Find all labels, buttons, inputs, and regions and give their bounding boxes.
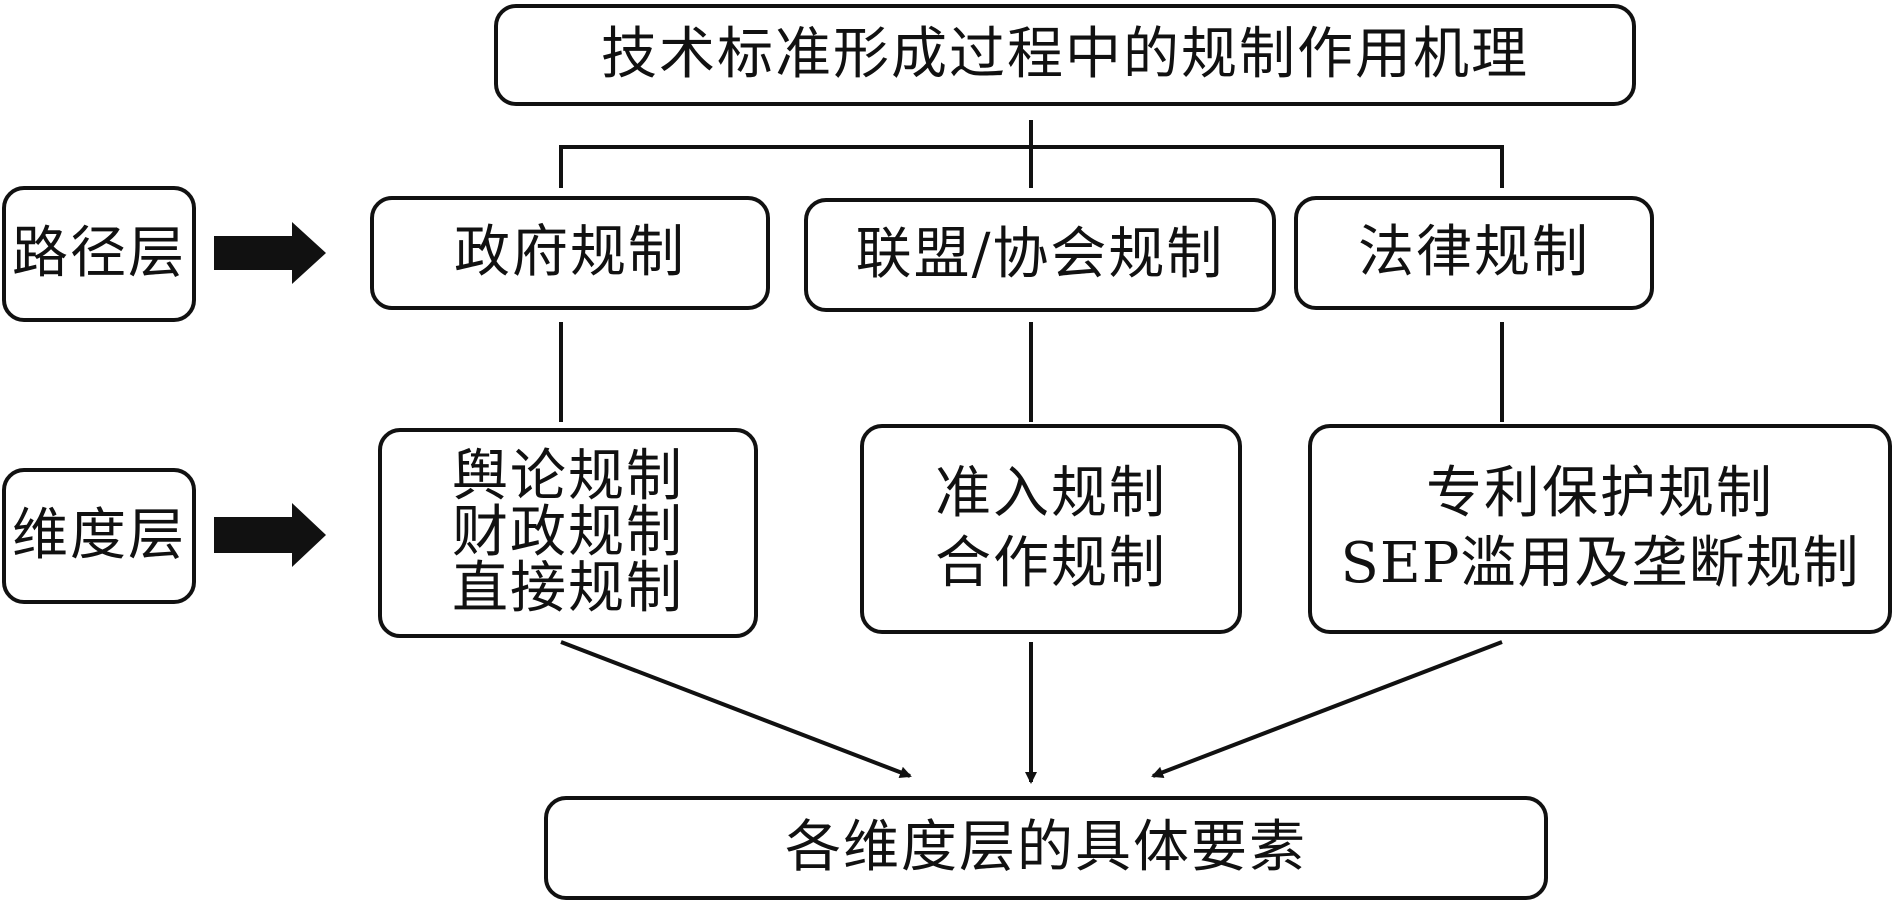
dimension-box-government: 舆论规制 财政规制 直接规制	[378, 428, 758, 638]
arrow-right-to-result	[1151, 640, 1503, 779]
path-layer-arrow	[214, 222, 326, 284]
path-label-government: 政府规制	[454, 220, 686, 285]
path-box-alliance: 联盟/协会规制	[804, 198, 1276, 312]
title-text: 技术标准形成过程中的规制作用机理	[601, 22, 1529, 87]
dimension-item: 舆论规制	[452, 444, 684, 509]
path-layer-label: 路径层	[12, 221, 186, 286]
dimension-box-alliance: 准入规制 合作规制	[860, 424, 1242, 634]
title-box: 技术标准形成过程中的规制作用机理	[494, 4, 1636, 106]
dimension-item: 合作规制	[935, 531, 1167, 596]
title-bracket	[559, 145, 1504, 188]
result-box: 各维度层的具体要素	[544, 796, 1548, 900]
dimension-layer-label: 维度层	[12, 503, 186, 568]
path-layer-box: 路径层	[2, 186, 196, 322]
path-label-law: 法律规制	[1358, 220, 1590, 285]
dimension-item: SEP滥用及垄断规制	[1340, 531, 1860, 596]
dimension-layer-arrow	[214, 503, 326, 567]
dimension-item: 专利保护规制	[1426, 461, 1774, 526]
dimension-item: 财政规制	[452, 500, 684, 565]
path-box-government: 政府规制	[370, 196, 770, 310]
dimension-item: 直接规制	[452, 556, 684, 621]
path-box-law: 法律规制	[1294, 196, 1654, 310]
dimension-item: 准入规制	[935, 461, 1167, 526]
arrow-left-to-result	[560, 640, 912, 779]
result-text: 各维度层的具体要素	[785, 815, 1307, 880]
dimension-layer-box: 维度层	[2, 468, 196, 604]
dimension-box-law: 专利保护规制 SEP滥用及垄断规制	[1308, 424, 1892, 634]
path-label-alliance: 联盟/协会规制	[855, 222, 1225, 287]
